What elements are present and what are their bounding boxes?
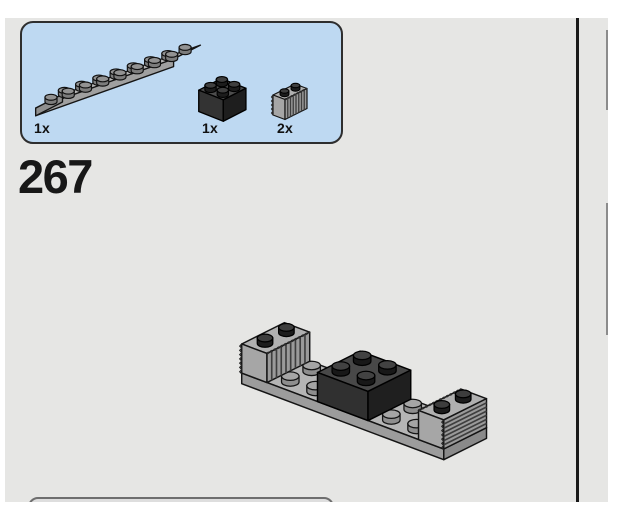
assembly-illustration [238,321,488,461]
assembly-brick-2x2 [316,350,412,422]
plate-studs [44,43,192,106]
grille-serrated-back-edge [417,388,462,412]
assembly-grille-brick-left [238,321,311,384]
part-quantity-label: 1x [34,120,50,136]
part-quantity-label: 2x [277,120,293,136]
brick-studs [204,76,241,99]
adjacent-page-edge-line [606,30,608,110]
grille-serrated-top-edge [284,87,308,101]
part-image-brick-2x2 [198,76,247,122]
parts-callout-box: 1x 1x 2x [20,21,343,144]
adjacent-page-edge-line [606,203,608,335]
part-image-plate-2x8 [34,43,202,117]
grille-flutes-horizontal [443,402,487,446]
grille-serrated-edge [238,343,243,375]
step-number: 267 [18,150,93,203]
assembly-grille-brick-right [417,388,488,451]
grille-serrated-top-edge [266,331,311,355]
grille-flutes [287,89,305,119]
part-image-grille-brick-1x2 [270,82,308,121]
grille-serrated-edge [270,94,274,116]
page-content-area: 1x 1x 2x 267 [5,18,608,502]
brick-right-face [222,87,247,122]
next-parts-callout-partial [28,497,334,502]
grille-flutes-vertical [270,334,306,381]
page-divider-line [576,18,579,502]
grille-serrated-edge [440,419,445,451]
part-quantity-label: 1x [202,120,218,136]
grille-end-face [272,94,286,121]
grille-studs [279,82,301,98]
